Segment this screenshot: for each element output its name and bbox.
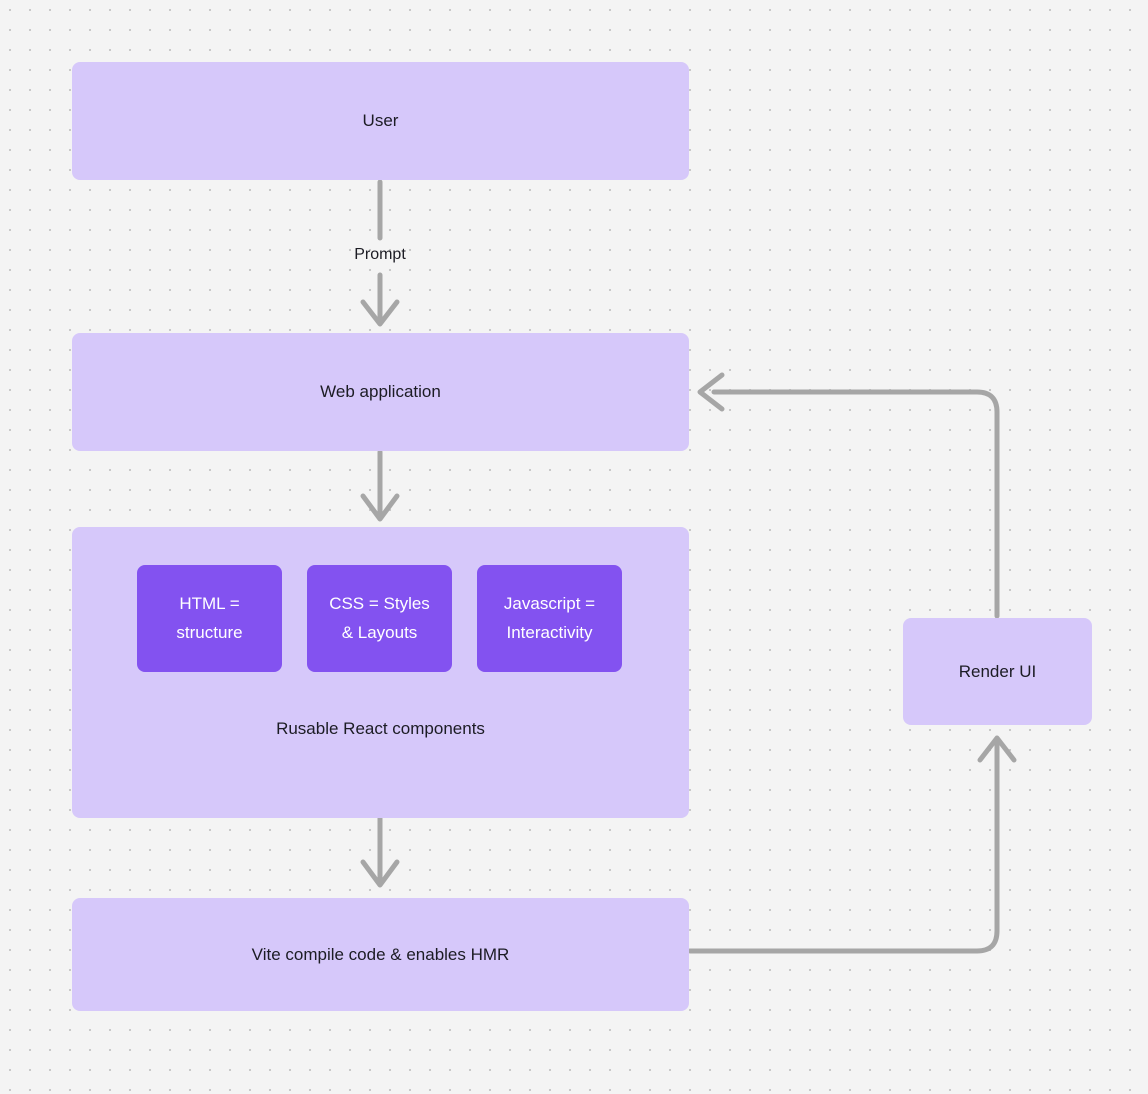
- connector-render-to-webapp: [711, 389, 1000, 619]
- node-user[interactable]: User: [72, 62, 689, 180]
- arrowhead-webapp-to-components: [360, 493, 400, 522]
- node-vite[interactable]: Vite compile code & enables HMR: [72, 898, 689, 1011]
- node-css-label-line1: CSS = Styles: [329, 593, 430, 613]
- arrowhead-prompt-to-webapp: [360, 299, 400, 327]
- node-css-label-line2: & Layouts: [341, 622, 418, 642]
- node-javascript-label-line2: Interactivity: [506, 622, 593, 642]
- node-components-group-label: Rusable React components: [276, 719, 485, 738]
- node-html-label-line1: HTML =: [179, 593, 240, 613]
- node-render-ui-label: Render UI: [958, 661, 1037, 681]
- node-javascript[interactable]: Javascript = Interactivity: [477, 565, 622, 672]
- node-web-application[interactable]: Web application: [72, 333, 689, 451]
- node-javascript-label-line1: Javascript =: [503, 593, 596, 613]
- node-vite-label: Vite compile code & enables HMR: [251, 944, 510, 964]
- edge-label-prompt: Prompt: [354, 246, 406, 263]
- arrowhead-render-to-webapp: [697, 372, 725, 412]
- node-css[interactable]: CSS = Styles & Layouts: [307, 565, 452, 672]
- node-user-label: User: [362, 111, 399, 130]
- connector-vite-to-render: [687, 739, 1000, 954]
- node-render-ui[interactable]: Render UI: [903, 618, 1092, 725]
- arrowhead-vite-to-render: [977, 735, 1017, 763]
- node-html-label-line2: structure: [176, 622, 243, 642]
- arrowhead-components-to-vite: [360, 859, 400, 888]
- node-html[interactable]: HTML = structure: [137, 565, 282, 672]
- node-web-application-label: Web application: [320, 382, 441, 401]
